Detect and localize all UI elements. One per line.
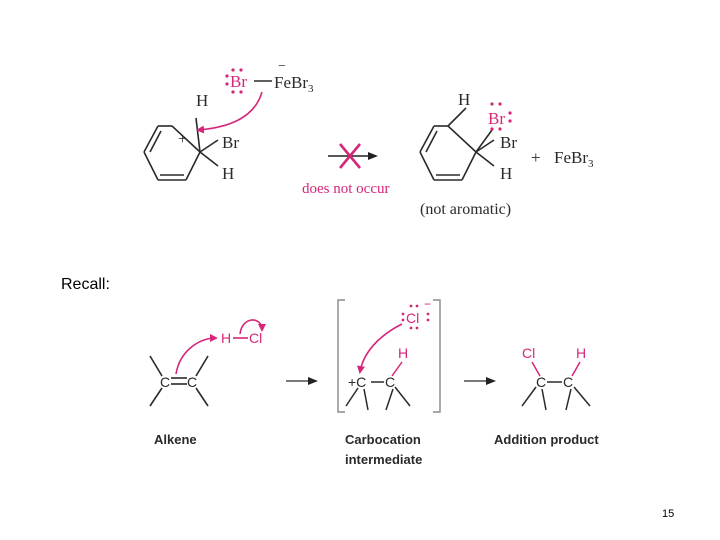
does-not-occur-caption: does not occur [302,181,389,197]
top-product: H Br Br H + FeBr3 (not aromatic) [419,90,594,218]
reactant-plus-charge: + [178,131,187,148]
bromine-lone-pairs [225,68,243,94]
carbocation-caption-line1: Carbocation [345,432,421,447]
reactant-hydrogen-bottom: H [222,164,234,183]
hcl-hydrogen: H [221,330,231,346]
reactant-hydrogen-top: H [196,91,208,110]
not-aromatic-note: (not aromatic) [420,201,511,218]
pi-bond-arrow [175,334,218,375]
product-bromine-added: Br [488,109,505,128]
reactant-bromine-label: Br [230,72,247,91]
recall-label: Recall: [61,276,110,293]
carbocation-hydrogen: H [398,345,408,361]
addition-product-h: H [576,345,586,361]
addition-product-caption: Addition product [494,432,599,447]
addition-product-carbon-right: C [563,374,573,390]
chloride-label: Cl [406,310,419,326]
chloride-charge: − [424,297,431,311]
bracket-left [337,299,345,413]
added-bromine-lone-pairs [490,102,512,131]
carbocation-intermediate: Cl − H +C C [337,297,441,413]
electron-push-arrow [196,91,263,134]
alkene-structure: C C H Cl [149,319,266,407]
addition-product-cl: Cl [522,345,535,361]
reactant-charge-minus: − [278,59,286,74]
top-reactant: + H Br H Br − FeBr3 [143,59,314,183]
hcl-bond-arrow [239,319,266,335]
carbocation-carbon-right: C [385,374,395,390]
product-hydrogen-bottom: H [500,164,512,183]
cyclohexadienyl-ring [143,117,219,181]
page-number: 15 [662,508,675,520]
chloride-lone-pairs [401,304,430,330]
blocked-reaction-arrow [328,143,378,169]
addition-product-carbon-left: C [536,374,546,390]
alkene-carbon-right: C [187,374,197,390]
hcl-chlorine: Cl [249,330,262,346]
alkene-carbon-left: C [160,374,170,390]
product-hydrogen-top: H [458,90,470,109]
reactant-iron-bromide: FeBr3 [274,73,314,95]
product-bromine-substituent: Br [500,133,517,152]
carbocation-caption-line2: intermediate [345,452,422,467]
product-iron-bromide: FeBr3 [554,148,594,170]
carbocation-carbon-plus: +C [348,374,366,390]
product-plus-sign: + [531,148,541,167]
bracket-right [433,299,441,413]
alkene-caption: Alkene [154,432,197,447]
chloride-attack-arrow [357,323,403,374]
reactant-bromine-substituent: Br [222,133,239,152]
product-ring [419,107,495,181]
addition-product-structure: Cl H C C [521,345,591,411]
